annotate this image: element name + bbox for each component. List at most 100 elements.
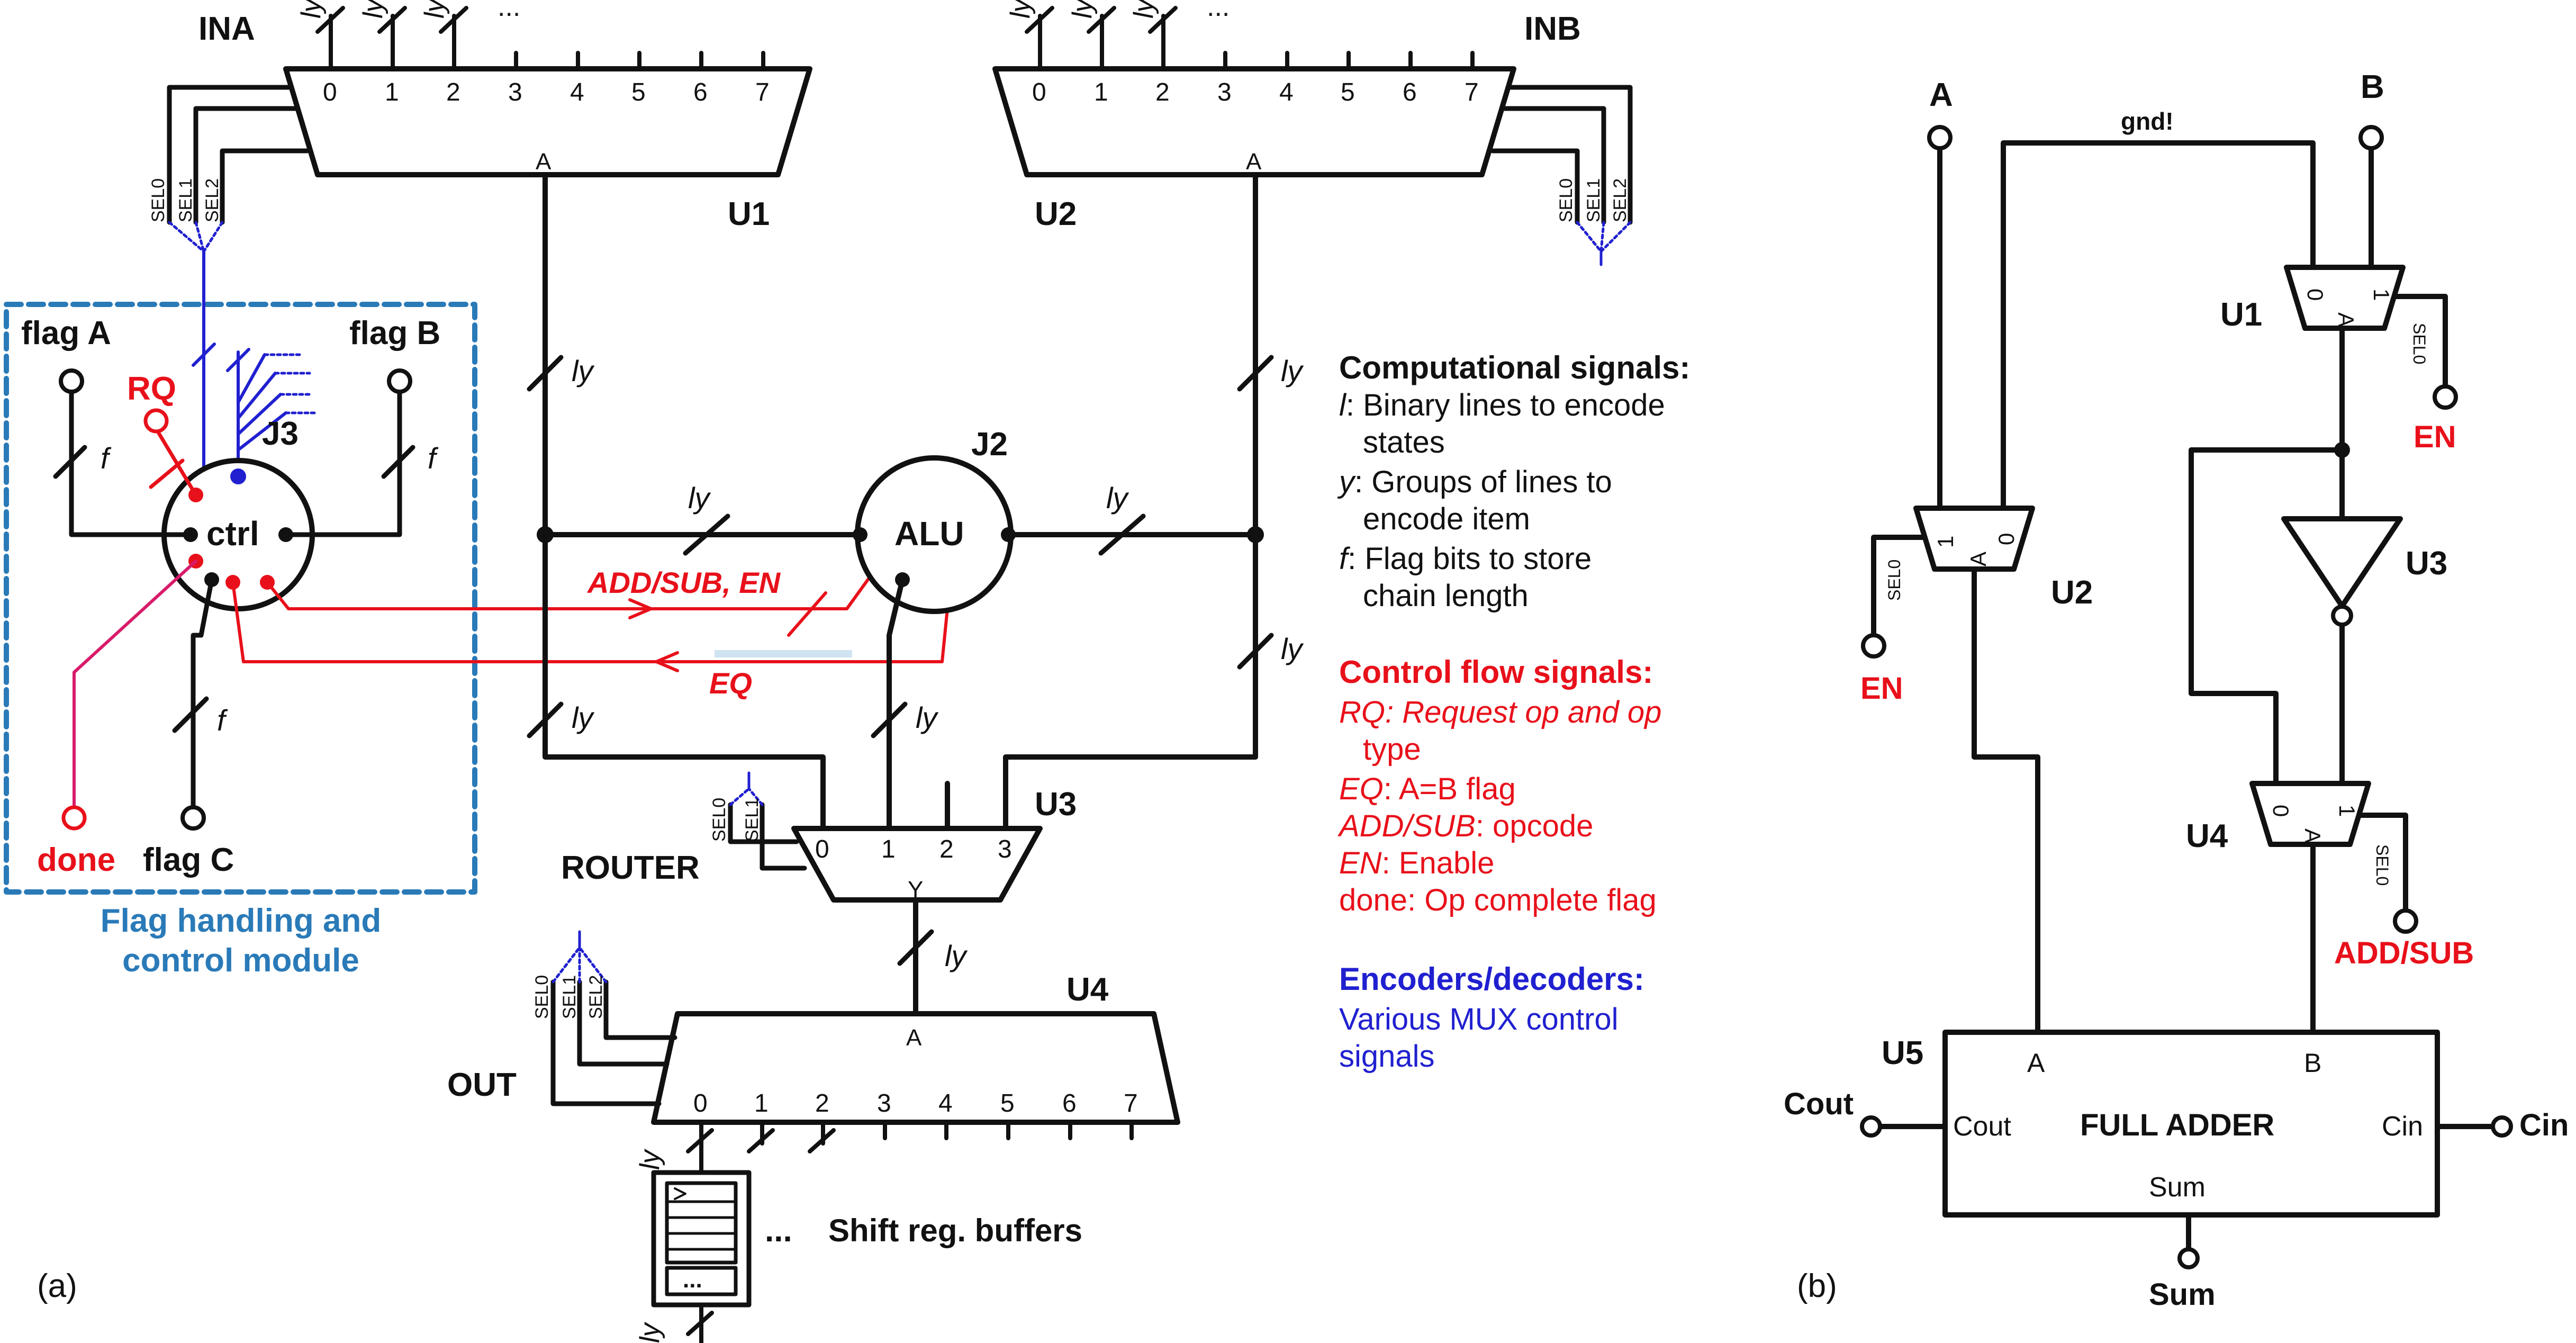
- pb-b-label: B: [2361, 69, 2384, 105]
- legend-eq-key: EQ: [1339, 772, 1384, 806]
- flag-a-wire: [53, 389, 193, 537]
- u2-sel2: SEL2: [1610, 178, 1630, 222]
- u2-pin-4: 4: [1279, 78, 1294, 106]
- legend: Computational signals: l: Binary lines t…: [1337, 350, 1690, 1074]
- input-b-terminal: [2358, 125, 2384, 150]
- pb-u4-sel: SEL0: [2373, 844, 2392, 886]
- flag-a-label: flag A: [21, 315, 111, 351]
- u4-pin-5: 5: [1000, 1089, 1015, 1117]
- legend-l-line: l: Binary lines to encode: [1339, 388, 1665, 422]
- u1-pin-4: 4: [570, 78, 584, 106]
- u4-sel0: SEL0: [532, 975, 552, 1019]
- legend-f-line: f: Flag bits to store: [1339, 542, 1592, 576]
- legend-enc-title: Encoders/decoders:: [1339, 961, 1644, 997]
- u2-pin-3: 3: [1217, 78, 1232, 106]
- panel-a-label: (a): [37, 1268, 77, 1304]
- bus-label-router-left: ly: [572, 701, 594, 734]
- pb-u1-name: U1: [2220, 296, 2262, 333]
- legend-rq-line1: RQ: Request op and op: [1339, 695, 1661, 729]
- legend-f-text2: chain length: [1363, 579, 1529, 613]
- pb-u1-pin1: 1: [2369, 289, 2394, 301]
- pb-gnd-label: gnd!: [2121, 107, 2174, 135]
- pb-u4-addsub-terminal: [2393, 908, 2418, 934]
- u2-pin-6: 6: [1403, 78, 1417, 106]
- pb-u3-bubble: [2331, 605, 2353, 627]
- panel-a: [4, 6, 1633, 1343]
- panel-a-text: INA INB ly ly ly ... ly ly ly ... 0 1 2 …: [21, 0, 1690, 1343]
- pb-u2-en-terminal: [1861, 633, 1886, 659]
- bus-label-j2-left: ly: [688, 481, 711, 515]
- module-title-2: control module: [122, 942, 359, 979]
- u2-pin-5: 5: [1341, 78, 1355, 106]
- flag-a-terminal: [59, 368, 84, 394]
- done-wire: [73, 560, 197, 809]
- router-pin-0: 0: [815, 835, 829, 863]
- u2-pin-2: 2: [1155, 78, 1170, 106]
- bus-label-j2-right: ly: [1106, 481, 1129, 515]
- junction-left: [537, 526, 554, 543]
- control-module-box: [4, 302, 477, 895]
- router-pin-1: 1: [881, 835, 896, 863]
- ly-top-1: ly: [296, 0, 327, 19]
- bus-slashes: [527, 355, 1274, 966]
- bus-label-u1: ly: [572, 354, 594, 387]
- legend-y-line: y: Groups of lines to: [1337, 465, 1612, 499]
- addsub-en-wire: [266, 560, 883, 637]
- pb-u5-pin-sum: Sum: [2149, 1172, 2206, 1203]
- pb-u4-pin1: 1: [2335, 805, 2360, 817]
- pb-cout-terminal: [1860, 1115, 1882, 1138]
- ctrl-text: ctrl: [206, 515, 259, 553]
- flag-c-wire: [172, 577, 214, 810]
- pb-u2-sel: SEL0: [1885, 560, 1904, 601]
- mux-u1: [167, 6, 812, 537]
- ly-top-3: ly: [419, 0, 450, 19]
- u4-pin-0: 0: [693, 1089, 708, 1117]
- legend-eq-text: : A=B flag: [1384, 772, 1516, 806]
- ina-label: INA: [198, 11, 255, 47]
- bus-label-u2: ly: [1281, 354, 1304, 387]
- eq-wire: [231, 581, 952, 672]
- eq-label: EQ: [709, 666, 752, 700]
- top-dots-1: ...: [498, 0, 520, 22]
- u1-sel0: SEL0: [148, 178, 168, 222]
- panel-b-label: (b): [1797, 1268, 1837, 1304]
- pb-u5-pin-b: B: [2304, 1048, 2321, 1078]
- pb-u2-out: A: [1966, 552, 1991, 566]
- pb-u4-name: U4: [2186, 818, 2228, 854]
- u1-sel-decoder: [168, 221, 224, 253]
- legend-y-text2: encode item: [1363, 502, 1530, 536]
- pb-ext-cout: Cout: [1784, 1087, 1854, 1121]
- u1-pin-6: 6: [693, 78, 708, 106]
- pb-u4-addsub-label: ADD/SUB: [2334, 936, 2474, 970]
- pb-u1-en-label: EN: [2414, 420, 2456, 454]
- pb-u2-pin1: 1: [1933, 536, 1958, 548]
- router-name: U3: [1035, 786, 1077, 823]
- u1-pin-5: 5: [631, 78, 646, 106]
- u4-pin-3: 3: [877, 1089, 891, 1117]
- u1-sel2: SEL2: [202, 178, 222, 222]
- u4-sel1: SEL1: [559, 975, 580, 1019]
- bus-label-shift-in: ly: [635, 1148, 665, 1170]
- legend-y-key: y: [1337, 465, 1356, 499]
- router-sel1: SEL1: [742, 798, 762, 842]
- u1-pin-2: 2: [446, 78, 460, 106]
- legend-enc-line1: Various MUX control: [1339, 1002, 1619, 1036]
- flag-b-label: flag B: [349, 315, 440, 351]
- legend-l-text: : Binary lines to encode: [1346, 388, 1665, 422]
- legend-en-line: EN: Enable: [1339, 846, 1494, 880]
- ly-top-6: ly: [1128, 0, 1159, 19]
- u1-pin-7: 7: [755, 78, 770, 106]
- legend-y-text: : Groups of lines to: [1354, 465, 1612, 499]
- u4-in-pin: A: [906, 1025, 922, 1051]
- pb-sum-terminal: [2177, 1247, 2200, 1269]
- u1-sel1: SEL1: [176, 178, 196, 222]
- done-label: done: [37, 842, 115, 878]
- router-u3: [728, 771, 1043, 903]
- legend-rq-line2: type: [1363, 732, 1421, 767]
- main-buses: [543, 532, 1258, 1016]
- legend-addsub-key: ADD/SUB: [1337, 809, 1476, 843]
- u1-pin-0: 0: [323, 78, 337, 106]
- u4-name: U4: [1066, 971, 1109, 1008]
- top-dots-2: ...: [1207, 0, 1230, 22]
- f-label-b: f: [428, 441, 439, 475]
